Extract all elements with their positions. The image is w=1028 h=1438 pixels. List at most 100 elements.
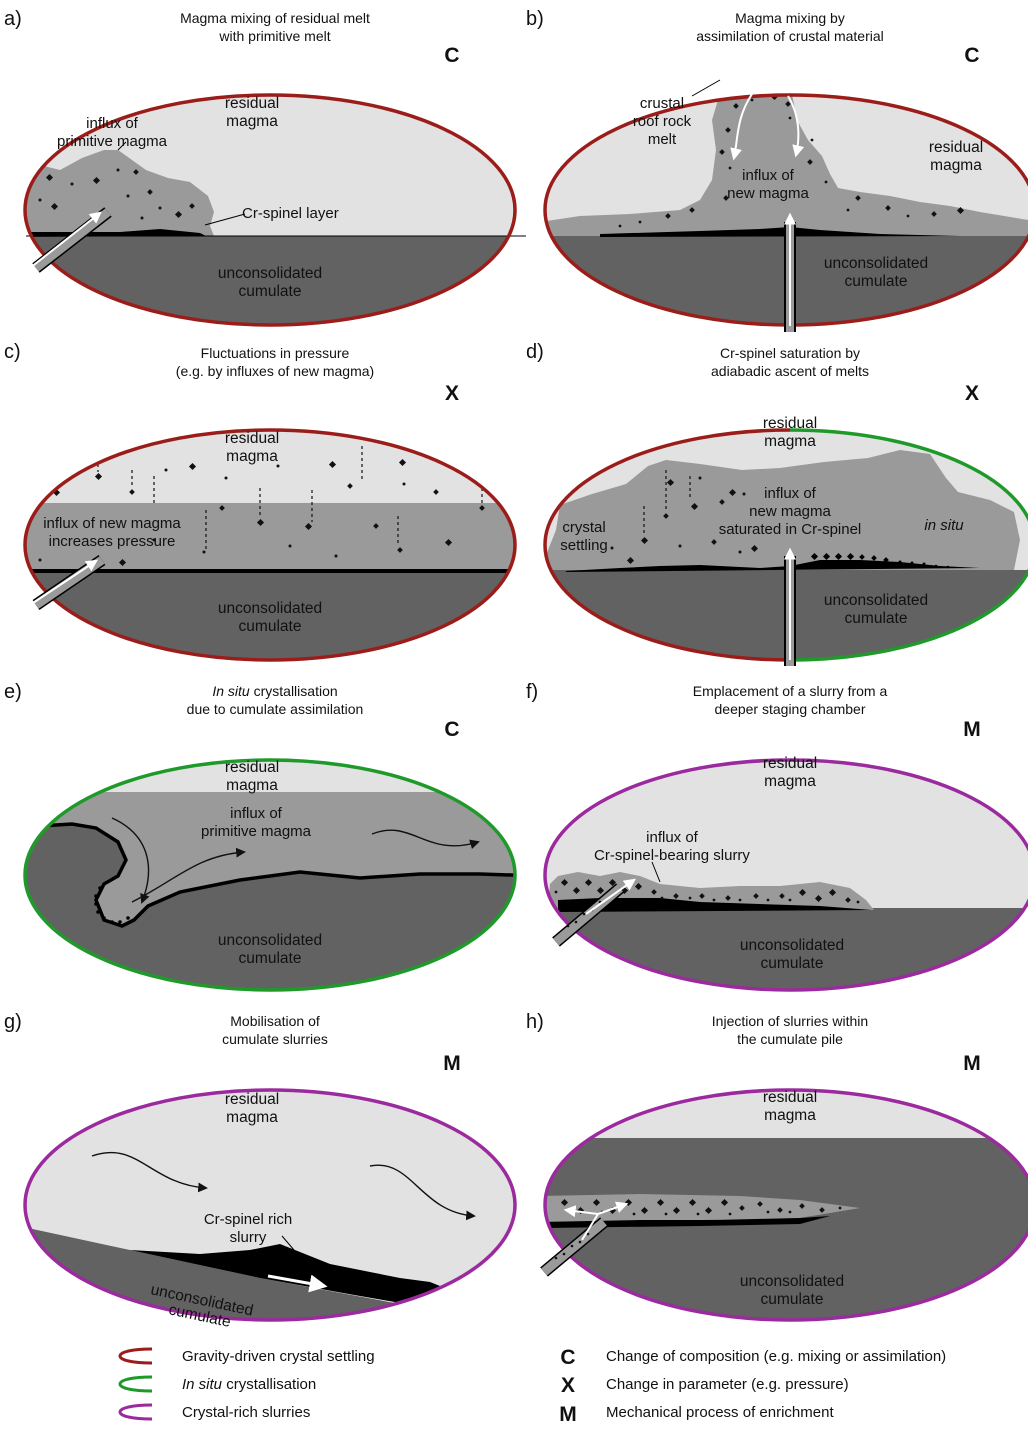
residual-magma-label-1: residual (763, 1089, 817, 1106)
cumulate-label-2: cumulate (239, 618, 302, 635)
crystal-settling-label-2: settling (560, 537, 608, 554)
cumulate-label-1: unconsolidated (218, 932, 322, 949)
panel-title-line1: Mobilisation of (230, 1013, 320, 1029)
influx-label-1: influx of (742, 167, 795, 184)
residual-magma-label-1: residual (225, 759, 279, 776)
cumulate-label-2: cumulate (239, 950, 302, 967)
panel-d: d) Cr-spinel saturation by adiabadic asc… (520, 341, 1028, 680)
cumulate-label-1: unconsolidated (218, 600, 322, 617)
insitu-legend-swatch (120, 1377, 152, 1391)
panel-label: d) (526, 341, 544, 363)
cumulate-label-1: unconsolidated (740, 937, 844, 954)
cr-spinel-layer-label: Cr-spinel layer (242, 205, 339, 222)
legend-slurry: Crystal-rich slurries (182, 1404, 310, 1421)
cumulate-label-2: cumulate (761, 955, 824, 972)
panel-title-line2: cumulate slurries (222, 1031, 328, 1047)
panel-title-line1: In situ crystallisation (212, 683, 337, 699)
panel-label: e) (4, 681, 22, 703)
legend-code-m: M (559, 1403, 577, 1426)
slurry-label-1: Cr-spinel rich (204, 1211, 292, 1228)
influx-label-3: saturated in Cr-spinel (719, 521, 862, 538)
panel-title-line1: Injection of slurries within (712, 1013, 868, 1029)
panel-title-line1: Cr-spinel saturation by (720, 345, 860, 361)
in-situ-label: in situ (924, 517, 964, 534)
panel-g: g) Mobilisation of cumulate slurries M r… (0, 1011, 540, 1340)
influx-label-2: increases pressure (49, 533, 176, 550)
influx-label-2: Cr-spinel-bearing slurry (594, 847, 750, 864)
legend: Gravity-driven crystal settling In situ … (120, 1346, 946, 1426)
process-code: X (965, 382, 979, 405)
process-code: M (443, 1052, 461, 1075)
cumulate-label-2: cumulate (761, 1291, 824, 1308)
influx-label-1: influx of (764, 485, 817, 502)
panel-f: f) Emplacement of a slurry from a deeper… (520, 681, 1028, 1018)
panel-label: c) (4, 341, 21, 363)
panel-title-line1: Fluctuations in pressure (201, 345, 350, 361)
panel-title-line2: with primitive melt (218, 28, 330, 44)
influx-label-2: primitive magma (57, 133, 168, 150)
process-code: C (444, 718, 459, 741)
influx-label-1: influx of (646, 829, 699, 846)
process-code: M (963, 718, 981, 741)
crustal-label-3: melt (648, 131, 677, 148)
cumulate-label-1: unconsolidated (740, 1273, 844, 1290)
crustal-label-1: crustal (640, 95, 684, 112)
panel-title-line2: adiabadic ascent of melts (711, 363, 869, 379)
panel-c: c) Fluctuations in pressure (e.g. by inf… (0, 341, 540, 681)
panel-label: f) (526, 681, 538, 703)
gravity-legend-swatch (120, 1349, 152, 1363)
legend-gravity: Gravity-driven crystal settling (182, 1348, 375, 1365)
influx-label-2: primitive magma (201, 823, 312, 840)
residual-magma-label-2: magma (226, 448, 278, 465)
legend-insitu: In situ crystallisation (182, 1376, 316, 1393)
residual-magma-label-2: magma (226, 777, 278, 794)
residual-magma-label-2: magma (764, 1107, 816, 1124)
legend-code-m-text: Mechanical process of enrichment (606, 1404, 834, 1421)
influx-label-2: new magma (749, 503, 831, 520)
process-code: M (963, 1052, 981, 1075)
title-rest: crystallisation (250, 683, 338, 699)
panel-label: b) (526, 8, 544, 30)
panel-title-line1: Emplacement of a slurry from a (693, 683, 888, 699)
cumulate-label-2: cumulate (845, 273, 908, 290)
panel-label: h) (526, 1011, 544, 1033)
residual-magma-label-1: residual (225, 1091, 279, 1108)
residual-magma-label-2: magma (764, 433, 816, 450)
title-italic: In situ (212, 683, 250, 699)
panel-title-line2: the cumulate pile (737, 1031, 843, 1047)
slurry-legend-swatch (120, 1405, 152, 1419)
legend-code-x: X (561, 1374, 575, 1397)
legend-code-c-text: Change of composition (e.g. mixing or as… (606, 1348, 946, 1365)
residual-magma-label-2: magma (226, 113, 278, 130)
cumulate-label-1: unconsolidated (824, 592, 928, 609)
panel-b: b) Magma mixing by assimilation of crust… (520, 8, 1028, 346)
chamber-fill (520, 79, 1028, 346)
residual-magma-label-1: residual (225, 95, 279, 112)
residual-magma-label-1: residual (225, 430, 279, 447)
panel-title-line2: (e.g. by influxes of new magma) (176, 363, 374, 379)
panel-h: h) Injection of slurries within the cumu… (520, 1011, 1028, 1348)
residual-magma-label-1: residual (929, 139, 983, 156)
residual-magma-label-2: magma (226, 1109, 278, 1126)
panel-title-line2: due to cumulate assimilation (187, 701, 364, 717)
panel-title-line2: assimilation of crustal material (696, 28, 884, 44)
panel-label: a) (4, 8, 22, 30)
cumulate-label-2: cumulate (845, 610, 908, 627)
slurry-label-2: slurry (230, 1229, 267, 1246)
crystal-settling-label-1: crystal (562, 519, 605, 536)
process-code: C (444, 44, 459, 67)
crustal-label-2: roof rock (633, 113, 692, 130)
legend-code-c: C (560, 1346, 575, 1369)
panel-a: a) Magma mixing of residual melt with pr… (0, 8, 540, 346)
cumulate-label-2: cumulate (239, 283, 302, 300)
panel-title-line2: deeper staging chamber (715, 701, 866, 717)
residual-magma-label-2: magma (930, 157, 982, 174)
panel-title-line1: Magma mixing by (735, 10, 845, 26)
influx-label-2: new magma (727, 185, 809, 202)
influx-label-1: influx of (230, 805, 283, 822)
residual-magma-label-1: residual (763, 415, 817, 432)
legend-code-x-text: Change in parameter (e.g. pressure) (606, 1376, 849, 1393)
panel-e: e) In situ crystallisation due to cumula… (0, 681, 540, 1012)
residual-magma-label-1: residual (763, 755, 817, 772)
